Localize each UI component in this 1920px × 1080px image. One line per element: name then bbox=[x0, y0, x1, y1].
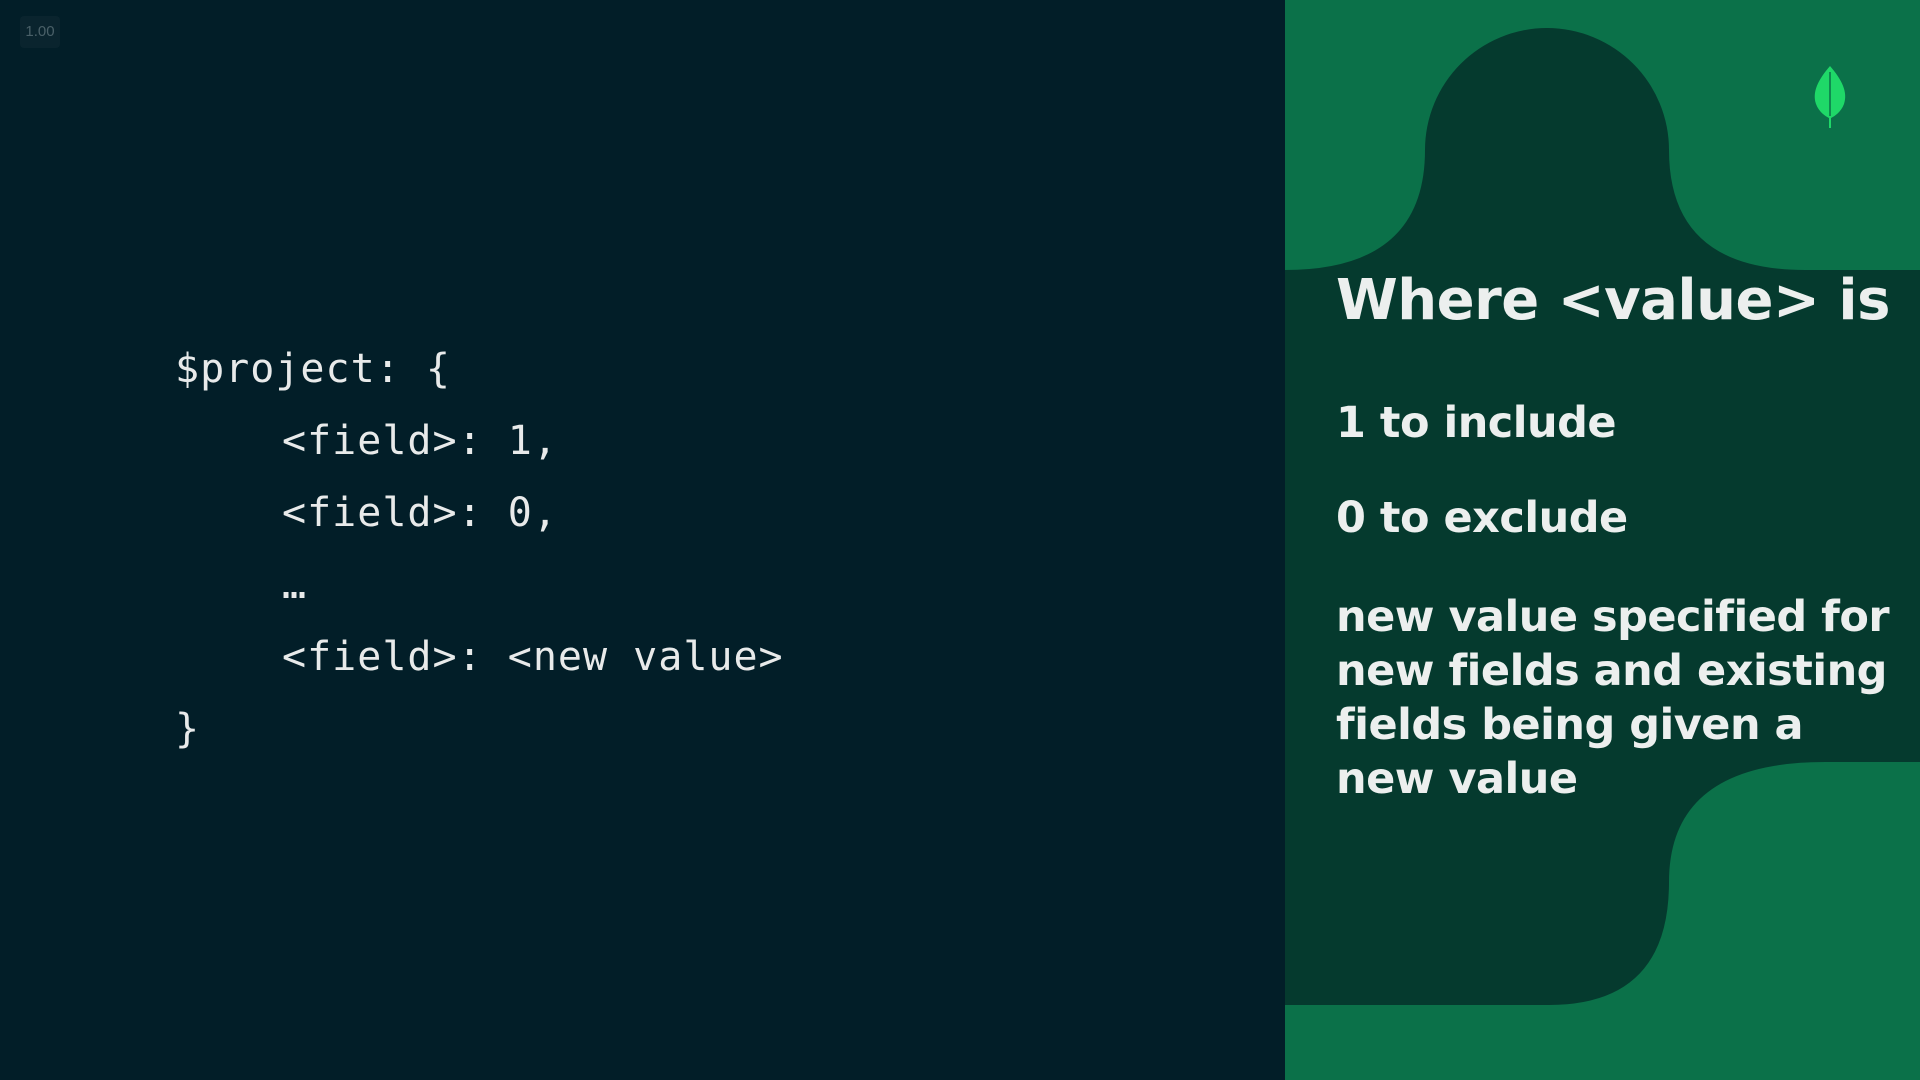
value-include-item: 1 to include bbox=[1336, 398, 1617, 448]
code-line-ellipsis: … bbox=[282, 562, 308, 608]
zoom-level-badge[interactable]: 1.00 bbox=[20, 16, 60, 48]
code-pane: 1.00 $project: { <field>: 1, <field>: 0,… bbox=[20, 16, 784, 752]
value-new-field-item: new value specified for new fields and e… bbox=[1336, 592, 1890, 804]
code-line-project-close: } bbox=[175, 706, 201, 752]
value-exclude-item: 0 to exclude bbox=[1336, 493, 1628, 543]
decorative-shapes bbox=[1285, 28, 1920, 1005]
code-line-field-new-value: <field>: <new value> bbox=[282, 634, 784, 680]
explanation-pane: Where <value> is 1 to include 0 to exclu… bbox=[1285, 0, 1920, 1080]
code-line-field-include: <field>: 1, bbox=[282, 418, 558, 464]
panel-title: Where <value> is bbox=[1336, 268, 1890, 333]
dark-panel-shape bbox=[1285, 28, 1920, 1005]
leaf-icon bbox=[1814, 66, 1846, 128]
code-line-field-exclude: <field>: 0, bbox=[282, 490, 558, 536]
code-line-project-open: $project: { bbox=[175, 346, 451, 392]
